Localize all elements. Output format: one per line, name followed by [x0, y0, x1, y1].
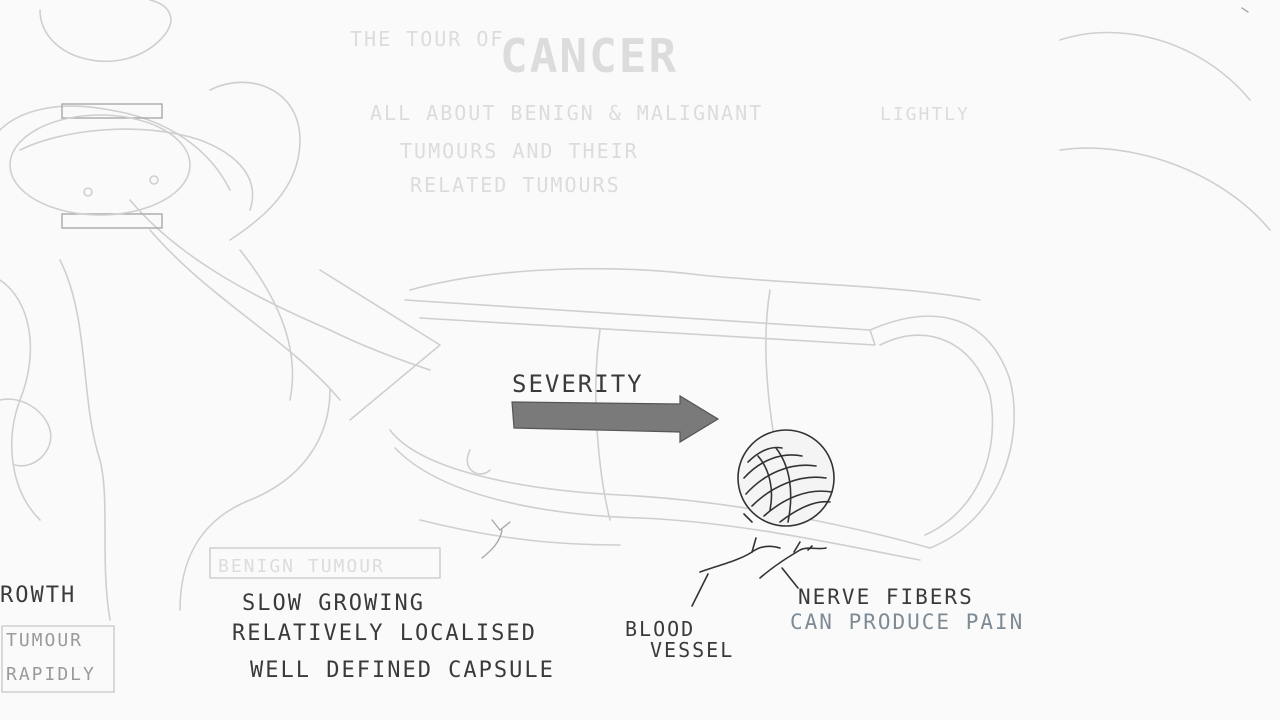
severity-label: SEVERITY	[512, 370, 644, 398]
left-tumour-text: TUMOUR	[6, 630, 83, 651]
benign-heading: BENIGN TUMOUR	[218, 556, 385, 577]
feature-slow-growing: SLOW GROWING	[242, 591, 425, 616]
faint-organ-sketch	[0, 0, 440, 620]
left-growth-text: ROWTH	[0, 583, 76, 608]
vessel-nerve-strokes	[482, 514, 826, 606]
nerve-label-2: CAN PRODUCE PAIN	[790, 610, 1024, 634]
faint-right-sketch: LIGHTLY	[880, 33, 1270, 231]
svg-text:LIGHTLY: LIGHTLY	[880, 104, 970, 125]
feature-capsule: WELL DEFINED CAPSULE	[250, 658, 555, 683]
faint-note-3: RELATED TUMOURS	[410, 173, 621, 197]
tumour-sphere	[738, 430, 834, 526]
faint-note-1: ALL ABOUT BENIGN & MALIGNANT	[370, 101, 763, 125]
severity-arrow	[512, 396, 718, 442]
feature-localised: RELATIVELY LOCALISED	[232, 621, 537, 646]
corner-mark	[1242, 8, 1248, 12]
title-main: CANCER	[500, 29, 678, 83]
title-prefix: THE TOUR OF	[350, 27, 504, 51]
left-rapidly-text: RAPIDLY	[6, 664, 96, 685]
blood-label-2: VESSEL	[650, 638, 734, 662]
nerve-label-1: NERVE FIBERS	[798, 585, 974, 609]
faint-note-2: TUMOURS AND THEIR	[400, 139, 639, 163]
